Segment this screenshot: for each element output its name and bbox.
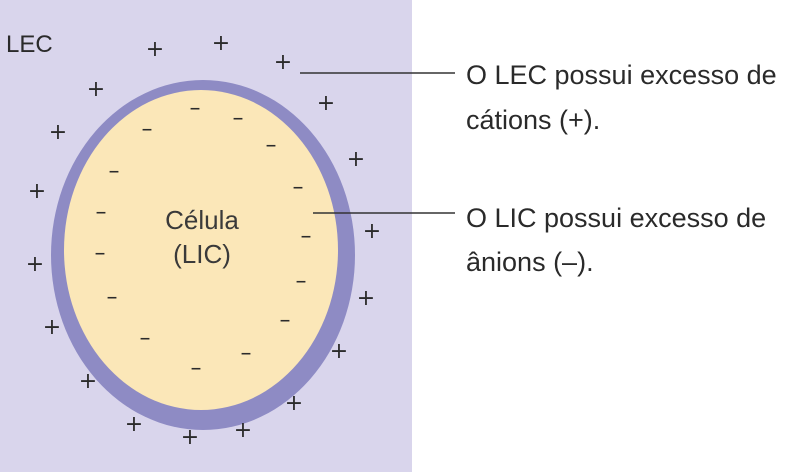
lic-annotation-line2: ânions (–). [466, 247, 594, 277]
cation-symbol: + [28, 179, 46, 204]
cation-symbol: + [181, 425, 199, 450]
cation-symbol: + [87, 77, 105, 102]
cation-symbol: + [363, 219, 381, 244]
cation-symbol: + [274, 50, 292, 75]
anion-symbol: – [95, 241, 106, 266]
cation-symbol: + [125, 412, 143, 437]
anion-symbol: – [190, 96, 201, 121]
anion-symbol: – [241, 341, 252, 366]
cation-symbol: + [79, 369, 97, 394]
cell-cytoplasm [64, 90, 338, 410]
anion-group: – – – – – – – – – – – – – – – [95, 96, 312, 381]
lec-annotation-line2: cátions (+). [466, 105, 600, 135]
cation-group: + + + + + + + + + + + + + + + + + + [26, 31, 381, 450]
cation-symbol: + [234, 418, 252, 443]
cation-symbol: + [49, 120, 67, 145]
anion-symbol: – [280, 308, 291, 333]
anion-symbol: – [191, 356, 202, 381]
cation-symbol: + [285, 391, 303, 416]
anion-symbol: – [266, 133, 277, 158]
cation-symbol: + [26, 252, 44, 277]
cell-sublabel: (LIC) [173, 239, 231, 269]
anion-symbol: – [142, 117, 153, 142]
cation-symbol: + [330, 339, 348, 364]
anion-symbol: – [96, 200, 107, 225]
cation-symbol: + [212, 31, 230, 56]
anion-symbol: – [107, 285, 118, 310]
lic-annotation-line1: O LIC possui excesso de [466, 203, 766, 233]
anion-symbol: – [301, 224, 312, 249]
cation-symbol: + [317, 91, 335, 116]
anion-symbol: – [109, 159, 120, 184]
lec-label: LEC [6, 31, 53, 58]
lec-annotation-line1: O LEC possui excesso de [466, 60, 777, 90]
cation-symbol: + [357, 286, 375, 311]
cation-symbol: + [146, 37, 164, 62]
anion-symbol: – [140, 326, 151, 351]
cation-symbol: + [43, 315, 61, 340]
anion-symbol: – [296, 269, 307, 294]
cell-label: Célula [165, 205, 239, 235]
cation-symbol: + [347, 147, 365, 172]
anion-symbol: – [293, 175, 304, 200]
anion-symbol: – [233, 106, 244, 131]
